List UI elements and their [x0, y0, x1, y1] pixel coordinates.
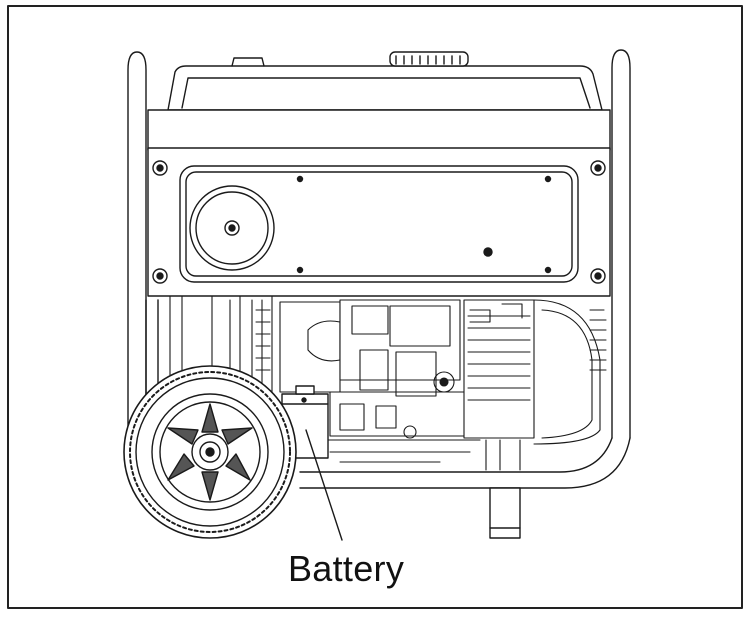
stand-foot	[489, 487, 521, 539]
fuel-tank	[167, 51, 603, 111]
wheel-spokes	[167, 403, 253, 501]
muffler-disc	[189, 185, 275, 271]
battery-callout-line	[305, 429, 343, 541]
wheel	[123, 365, 297, 539]
figure-border	[7, 5, 743, 609]
upper-housing	[147, 109, 611, 151]
battery-label: Battery	[288, 548, 405, 589]
engine-block	[169, 295, 607, 471]
